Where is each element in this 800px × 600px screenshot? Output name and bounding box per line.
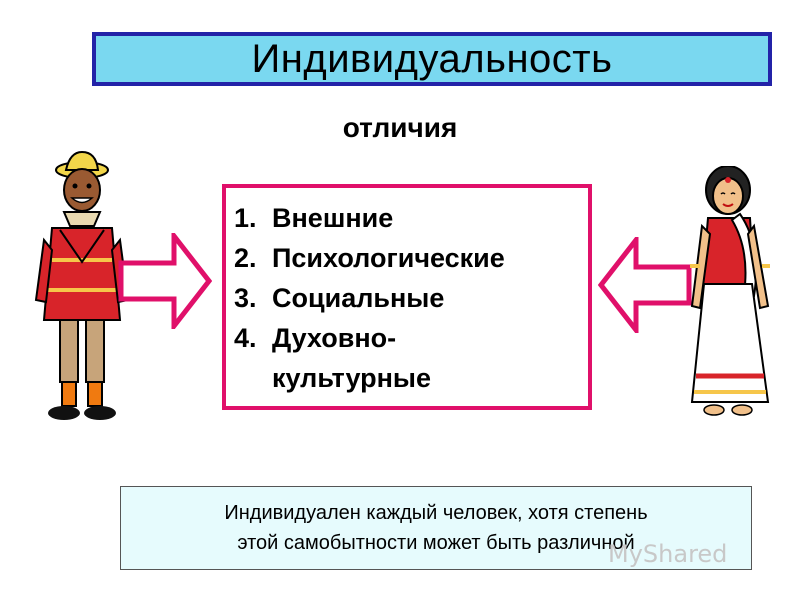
list-item-text: Социальные [272, 283, 445, 313]
list-item: 2. Психологические [234, 238, 505, 278]
watermark-logo: MyShared [608, 540, 728, 568]
differences-list: 1. Внешние 2. Психологические 3. Социаль… [234, 198, 505, 398]
woman-figure [690, 166, 770, 416]
list-item-number: 3. [234, 283, 257, 313]
page-title: Индивидуальность [251, 36, 613, 81]
list-item: 4. Духовно- культурные [234, 318, 505, 398]
list-item-text: Внешние [272, 203, 394, 233]
arrow-left-icon [598, 237, 692, 333]
man-figure [34, 150, 130, 420]
list-item-continuation: культурные [272, 363, 431, 393]
list-item-number: 2. [234, 243, 257, 273]
list-item: 1. Внешние [234, 198, 505, 238]
arrow-right-icon [118, 233, 212, 329]
list-item-text: Духовно- [272, 323, 397, 353]
note-box: Индивидуален каждый человек, хотя степен… [120, 486, 752, 570]
differences-box: 1. Внешние 2. Психологические 3. Социаль… [222, 184, 592, 410]
note-line-1: Индивидуален каждый человек, хотя степен… [224, 502, 648, 524]
list-item: 3. Социальные [234, 278, 505, 318]
list-item-number: 1. [234, 203, 257, 233]
list-item-number: 4. [234, 323, 257, 353]
title-banner: Индивидуальность [92, 32, 772, 86]
note-line-2: этой самобытности может быть различной [237, 532, 635, 554]
subtitle: отличия [342, 112, 458, 143]
list-item-text: Психологические [272, 243, 505, 273]
